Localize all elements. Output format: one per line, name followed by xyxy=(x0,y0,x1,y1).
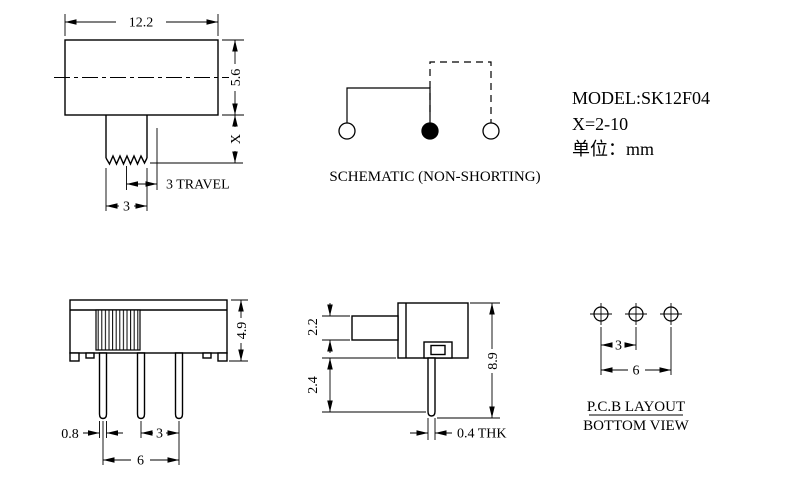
dim-travel: 3 TRAVEL xyxy=(126,128,230,193)
dim-label-pin-width: 0.8 xyxy=(61,427,79,442)
dim-label-pcb-pitch: 3 xyxy=(615,339,622,354)
pin-3 xyxy=(174,352,184,420)
pcb-layout-title: P.C.B LAYOUT xyxy=(587,399,685,415)
schematic-dashed-wire xyxy=(429,61,492,123)
dim-label-pin-span: 6 xyxy=(137,454,144,469)
schematic-diagram: SCHEMATIC (NON-SHORTING) xyxy=(329,61,541,185)
unit-label: 单位：mm xyxy=(572,139,654,159)
terminal-left-icon xyxy=(338,122,356,140)
dim-label-knob: 2.2 xyxy=(306,318,321,336)
pcb-hole-3 xyxy=(660,303,682,325)
left-tab xyxy=(85,352,95,359)
dim-pin-width: 0.8 xyxy=(61,421,123,442)
view-side-elevation xyxy=(54,39,229,166)
dim-knob-height: 2.2 xyxy=(306,303,350,353)
side-pin xyxy=(427,357,436,417)
dim-label-thk: 0.4 THK xyxy=(457,427,507,442)
side-center-block xyxy=(423,341,453,359)
dim-total-height: 8.9 xyxy=(437,302,501,419)
pcb-hole-1 xyxy=(590,303,612,325)
pin-2 xyxy=(136,352,146,420)
dim-label-travel: 3 TRAVEL xyxy=(166,178,230,193)
dim-label-pin-pitch: 3 xyxy=(156,427,163,442)
dim-pin-thickness: 0.4 THK xyxy=(410,418,507,442)
side-knob xyxy=(351,315,399,341)
front-knob-knurled xyxy=(95,309,141,351)
dim-label-stem-width: 3 xyxy=(123,200,130,215)
dim-label-offset: 2.4 xyxy=(306,376,321,394)
pcb-hole-2 xyxy=(625,303,647,325)
left-foot xyxy=(69,352,80,362)
model-number: MODEL:SK12F04 xyxy=(572,88,710,108)
right-tab xyxy=(202,352,212,359)
dim-pcb-pitch: 3 xyxy=(600,327,637,375)
dim-stem-x: X xyxy=(150,115,244,164)
dim-stem-width: 3 xyxy=(105,168,148,215)
dim-label-front-height: 4.9 xyxy=(235,322,250,340)
schematic-solid-wire xyxy=(346,87,431,123)
stem-break-zigzag xyxy=(105,154,148,166)
pcb-layout: 3 6 P.C.B LAYOUT BOTTOM VIEW xyxy=(583,303,690,434)
dim-base-offset: 2.4 xyxy=(306,357,426,413)
dim-top-width: 12.2 xyxy=(64,14,219,36)
title-block: MODEL:SK12F04 X=2-10 单位：mm xyxy=(572,88,710,159)
dim-pin-span: 6 xyxy=(103,454,179,469)
dim-label-body-width: 12.2 xyxy=(129,16,154,31)
side-contact-detail xyxy=(430,344,446,356)
pcb-bottom-view-label: BOTTOM VIEW xyxy=(583,418,690,434)
dim-label-total-height: 8.9 xyxy=(486,352,501,370)
pin-1 xyxy=(98,352,108,420)
view-front xyxy=(69,299,228,420)
right-foot xyxy=(217,352,228,362)
dim-label-body-height: 5.6 xyxy=(229,69,244,87)
dim-front-height: 4.9 xyxy=(229,299,250,362)
dim-label-x: X xyxy=(229,134,244,144)
front-body-outline xyxy=(69,299,228,354)
dim-label-pcb-span: 6 xyxy=(633,364,640,379)
x-range-spec: X=2-10 xyxy=(572,114,628,134)
dim-pcb-span: 6 xyxy=(601,327,672,379)
terminal-common-icon xyxy=(421,122,439,140)
schematic-caption: SCHEMATIC (NON-SHORTING) xyxy=(329,169,540,185)
terminal-right-icon xyxy=(482,122,500,140)
view-side-section xyxy=(351,302,469,417)
